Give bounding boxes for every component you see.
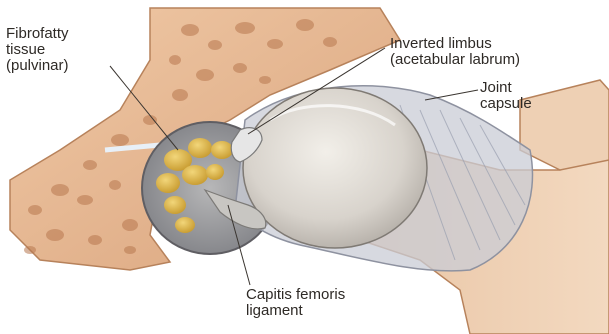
fibrofatty-line-3: (pulvinar) bbox=[6, 58, 69, 74]
capitis-line-2: ligament bbox=[246, 303, 345, 319]
greater-trochanter bbox=[520, 80, 609, 170]
capsule-line-1: Joint bbox=[480, 80, 532, 96]
capsule-line-2: capsule bbox=[480, 96, 532, 112]
joint-capsule-label: Joint capsule bbox=[480, 80, 532, 112]
capitis-femoris-label: Capitis femoris ligament bbox=[246, 287, 345, 319]
capitis-line-1: Capitis femoris bbox=[246, 287, 345, 303]
limbus-line-2: (acetabular labrum) bbox=[390, 52, 520, 68]
inverted-limbus-label: Inverted limbus (acetabular labrum) bbox=[390, 36, 520, 68]
femoral-head bbox=[243, 88, 427, 248]
limbus-line-1: Inverted limbus bbox=[390, 36, 520, 52]
fibrofatty-tissue-label: Fibrofatty tissue (pulvinar) bbox=[6, 26, 69, 74]
fibrofatty-line-2: tissue bbox=[6, 42, 69, 58]
fibrofatty-line-1: Fibrofatty bbox=[6, 26, 69, 42]
